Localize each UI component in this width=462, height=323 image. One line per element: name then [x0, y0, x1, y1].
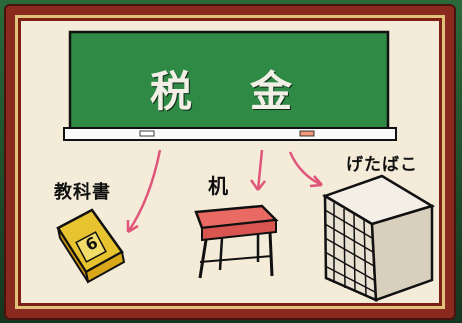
chalk-red	[299, 130, 315, 137]
desk-icon	[194, 204, 279, 279]
blackboard	[68, 30, 390, 132]
textbook-icon	[56, 208, 126, 284]
shoe-rack-icon	[322, 174, 436, 302]
arrow-to-shoe-rack	[288, 151, 323, 187]
desk-label: 机	[208, 174, 229, 198]
chalk-white	[139, 130, 155, 137]
chalk-tray	[63, 127, 397, 141]
shoe-rack-label: げたばこ	[346, 155, 418, 175]
textbook-label: 教科書	[54, 182, 111, 203]
blackboard-text: 税金	[150, 67, 351, 116]
arrow-to-desk	[256, 149, 264, 191]
arrow-to-textbook	[126, 149, 162, 233]
